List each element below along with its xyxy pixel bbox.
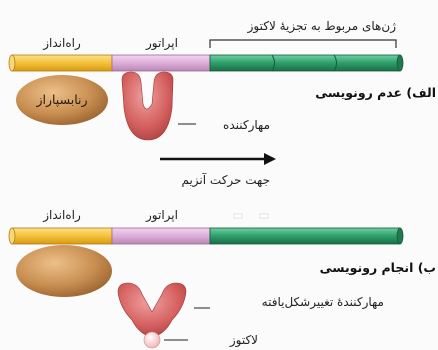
rna-polymerase-b bbox=[16, 245, 112, 297]
lactose-label: لاکتوز bbox=[229, 333, 258, 348]
transcript-mark bbox=[260, 214, 268, 218]
repressor-a bbox=[122, 72, 173, 140]
altered-repressor-b bbox=[118, 283, 186, 336]
repressor-label-a: مهارکننده bbox=[223, 118, 270, 133]
genes-bracket bbox=[210, 40, 396, 48]
polymerase-label: رنابسپاراز bbox=[35, 92, 87, 108]
operator-label-a: اپراتور bbox=[145, 36, 178, 51]
panel-a-title: الف) عدم رونویسی bbox=[315, 85, 436, 101]
promoter-label-b: راه‌انداز bbox=[42, 208, 81, 223]
promoter-label-a: راه‌انداز bbox=[42, 36, 81, 51]
lactose-molecule bbox=[144, 332, 160, 348]
panel-b-title: ب) انجام رونویسی bbox=[320, 260, 436, 276]
direction-arrow bbox=[160, 153, 276, 165]
transcript-mark bbox=[234, 214, 242, 218]
altered-repressor-label: مهارکنندهٔ تغییرشکل‌یافته bbox=[262, 295, 384, 310]
genes-label: ژن‌های مربوط به تجزیهٔ لاکتوز bbox=[247, 19, 397, 34]
dna-strand-b bbox=[9, 228, 403, 244]
direction-label: جهت حرکت آنزیم bbox=[181, 172, 270, 188]
dna-strand-a bbox=[9, 55, 403, 71]
operator-label-b: اپراتور bbox=[145, 208, 178, 223]
